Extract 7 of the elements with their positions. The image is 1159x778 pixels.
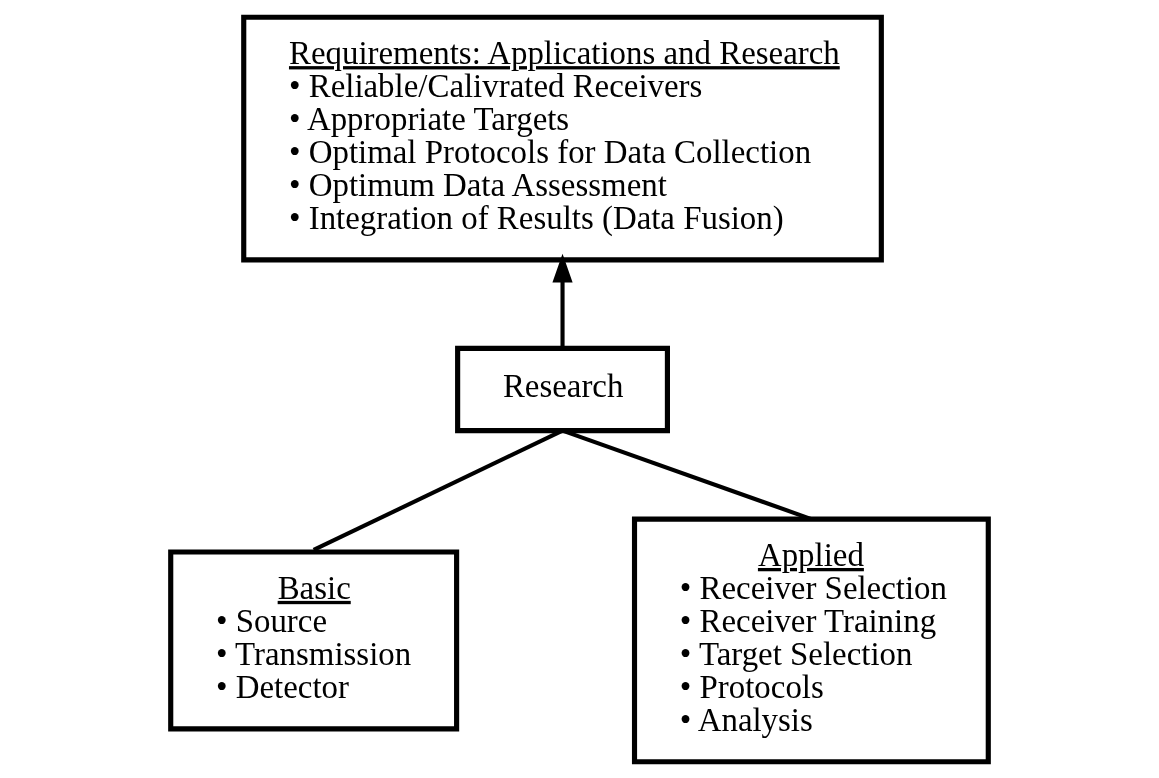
- node-box: Research: [455, 345, 670, 433]
- connector: [561, 428, 813, 521]
- node-box: Applied • Receiver Selection • Receiver Training • Target Selection • Protocols • Analysis: [631, 516, 991, 764]
- node-box: Requirements: Applications and Research • Reliable/Calivrated Receivers • Appropriate Targets • Optimal Protocols for Data Collection • Optimum Data Assessment • Integration of Results (Data Fusion): [241, 14, 884, 262]
- arrow: [552, 253, 573, 348]
- connector: [312, 428, 564, 552]
- node-box: Basic • Source • Transmission • Detector: [168, 548, 460, 731]
